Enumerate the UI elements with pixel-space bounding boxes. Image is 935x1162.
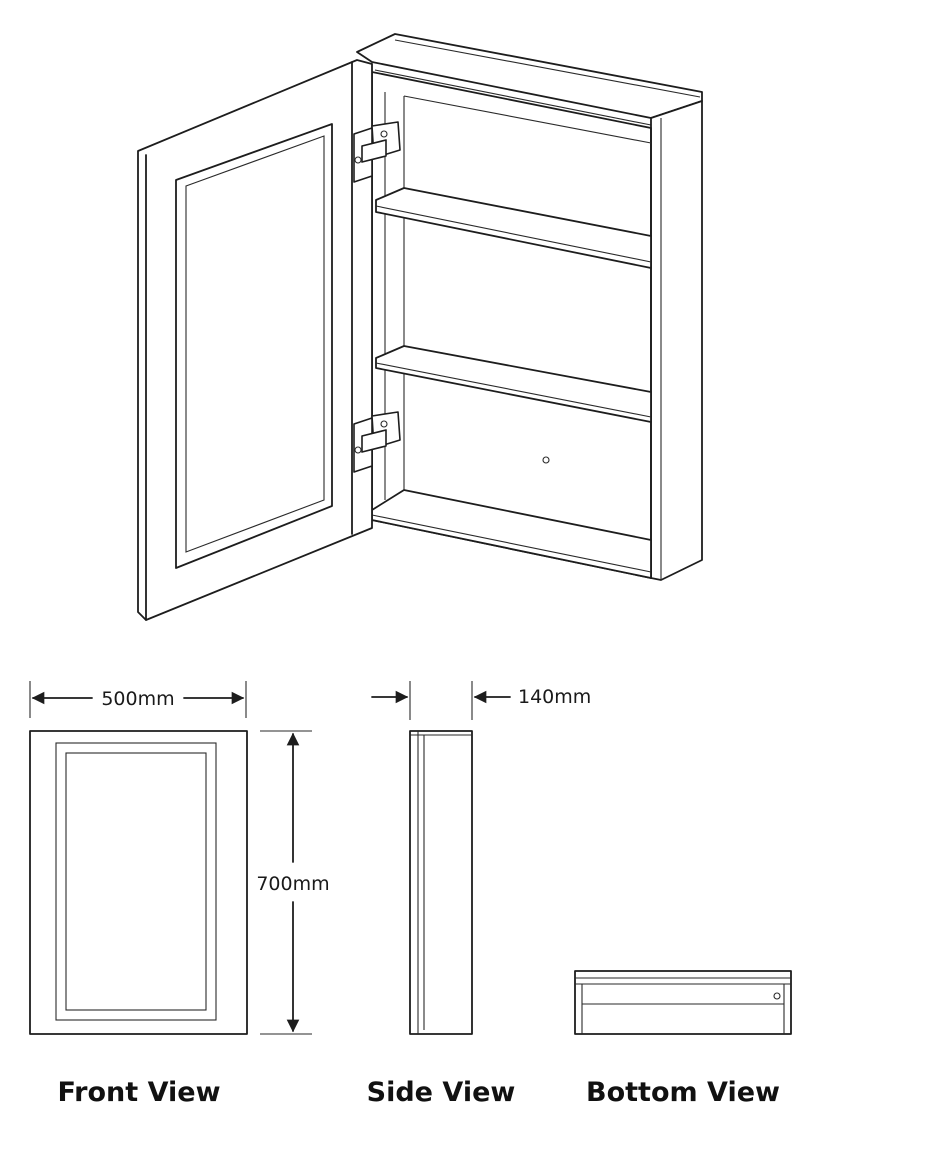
front-mirror-inner (65, 752, 207, 1011)
side-view: 140mm Side View (367, 681, 591, 1108)
door-mirror-inner (185, 135, 325, 553)
bottom-sensor-dot (773, 992, 781, 1000)
side-view-label: Side View (367, 1077, 516, 1108)
cabinet-right-side (650, 100, 703, 581)
lower-hinge (353, 411, 401, 473)
lower-shelf (375, 345, 652, 423)
front-outline (29, 730, 248, 1035)
bottom-view-label: Bottom View (586, 1077, 780, 1108)
upper-hinge (353, 121, 401, 183)
front-view: 500mm 700mm Front View (29, 681, 330, 1108)
door-mirror-outer (175, 123, 333, 569)
open-door (137, 59, 373, 621)
bottom-outline (574, 970, 792, 1035)
front-view-label: Front View (57, 1077, 220, 1108)
side-outline (409, 730, 473, 1035)
height-dimension-label: 700mm (256, 873, 329, 895)
cabinet-bottom (371, 489, 652, 579)
cabinet-top (356, 33, 703, 119)
bottom-view: Bottom View (574, 970, 792, 1108)
isometric-cabinet (137, 33, 703, 621)
sensor-dot (542, 456, 550, 464)
depth-dimension-label: 140mm (518, 686, 591, 708)
front-mirror-outer (55, 742, 217, 1021)
upper-shelf (375, 187, 652, 269)
width-dimension-label: 500mm (101, 688, 174, 710)
